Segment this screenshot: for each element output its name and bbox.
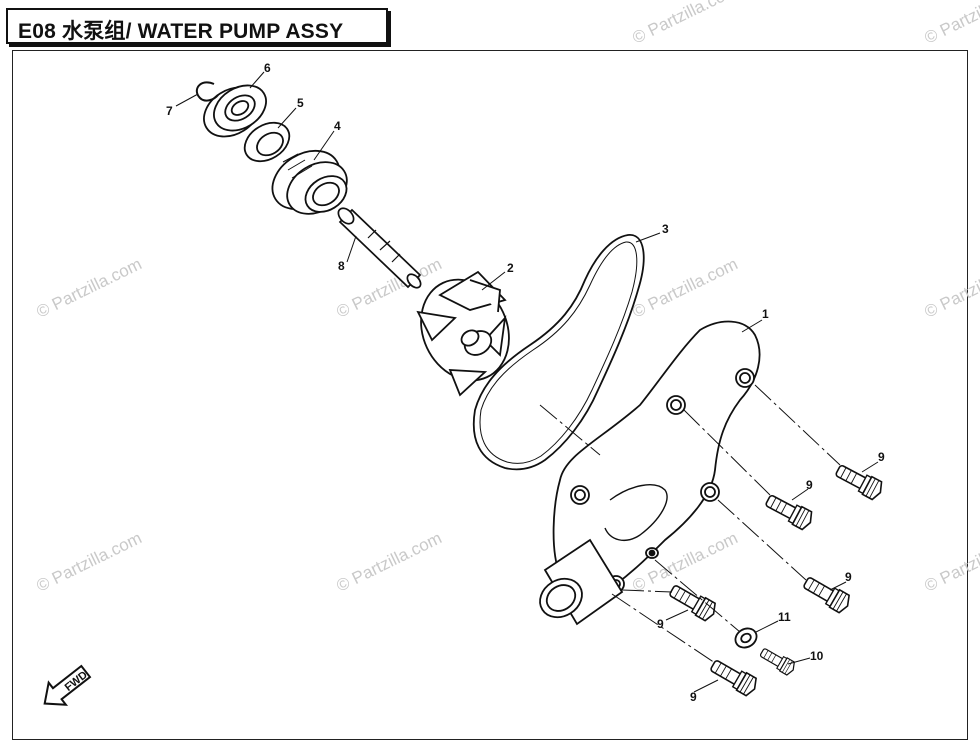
title-box: E08 水泵组/ WATER PUMP ASSY: [6, 8, 388, 44]
part-number-label: 1: [762, 307, 769, 321]
fwd-arrow: FWD: [43, 664, 92, 706]
pump-cover-part: [539, 320, 761, 626]
part-number-label: 10: [810, 649, 824, 663]
part-number-label: 9: [845, 570, 852, 584]
leader-lines: [175, 71, 879, 693]
bolt-part: [707, 655, 761, 699]
diagram-frame: [12, 50, 968, 740]
watermark: © Partzilla.com: [921, 528, 980, 595]
watermark: © Partzilla.com: [921, 0, 980, 48]
mechanical-seal-part: [271, 149, 348, 215]
part-number-labels: 1 2 3 4 5 6 7 8 9 9 9 9 9 10 11: [166, 61, 885, 704]
part-number-label: 8: [338, 259, 345, 273]
impeller-part: [416, 270, 510, 397]
part-number-label: 2: [507, 261, 514, 275]
shaft-part: [337, 207, 422, 289]
circlip-part: [195, 81, 219, 102]
part-number-label: 9: [657, 617, 664, 631]
alignment-lines: [539, 384, 841, 664]
part-number-label: 5: [297, 96, 304, 110]
watermark: © Partzilla.com: [629, 254, 740, 321]
part-number-label: 6: [264, 61, 271, 75]
part-number-label: 9: [878, 450, 885, 464]
part-number-label: 3: [662, 222, 669, 236]
bearing-part: [203, 84, 267, 138]
watermark: © Partzilla.com: [33, 528, 144, 595]
drain-bolt-part: [757, 644, 798, 678]
part-number-label: 11: [778, 610, 791, 624]
bolt-part: [762, 490, 816, 533]
page-title: E08 水泵组/ WATER PUMP ASSY: [18, 20, 344, 43]
part-number-label: 4: [334, 119, 341, 133]
watermark-group: © Partzilla.com © Partzilla.com © Partzi…: [33, 0, 980, 596]
watermark: © Partzilla.com: [921, 254, 980, 321]
watermark: © Partzilla.com: [33, 254, 144, 321]
part-number-label: 9: [806, 478, 813, 492]
part-number-label: 9: [690, 690, 697, 704]
watermark: © Partzilla.com: [333, 528, 444, 595]
part-number-label: 7: [166, 104, 173, 118]
o-ring-gasket-part: [472, 234, 645, 471]
bolt-part: [832, 460, 886, 503]
watermark: © Partzilla.com: [629, 0, 740, 48]
sealing-washer-part: [734, 627, 758, 649]
washer-seal-part: [243, 121, 291, 163]
